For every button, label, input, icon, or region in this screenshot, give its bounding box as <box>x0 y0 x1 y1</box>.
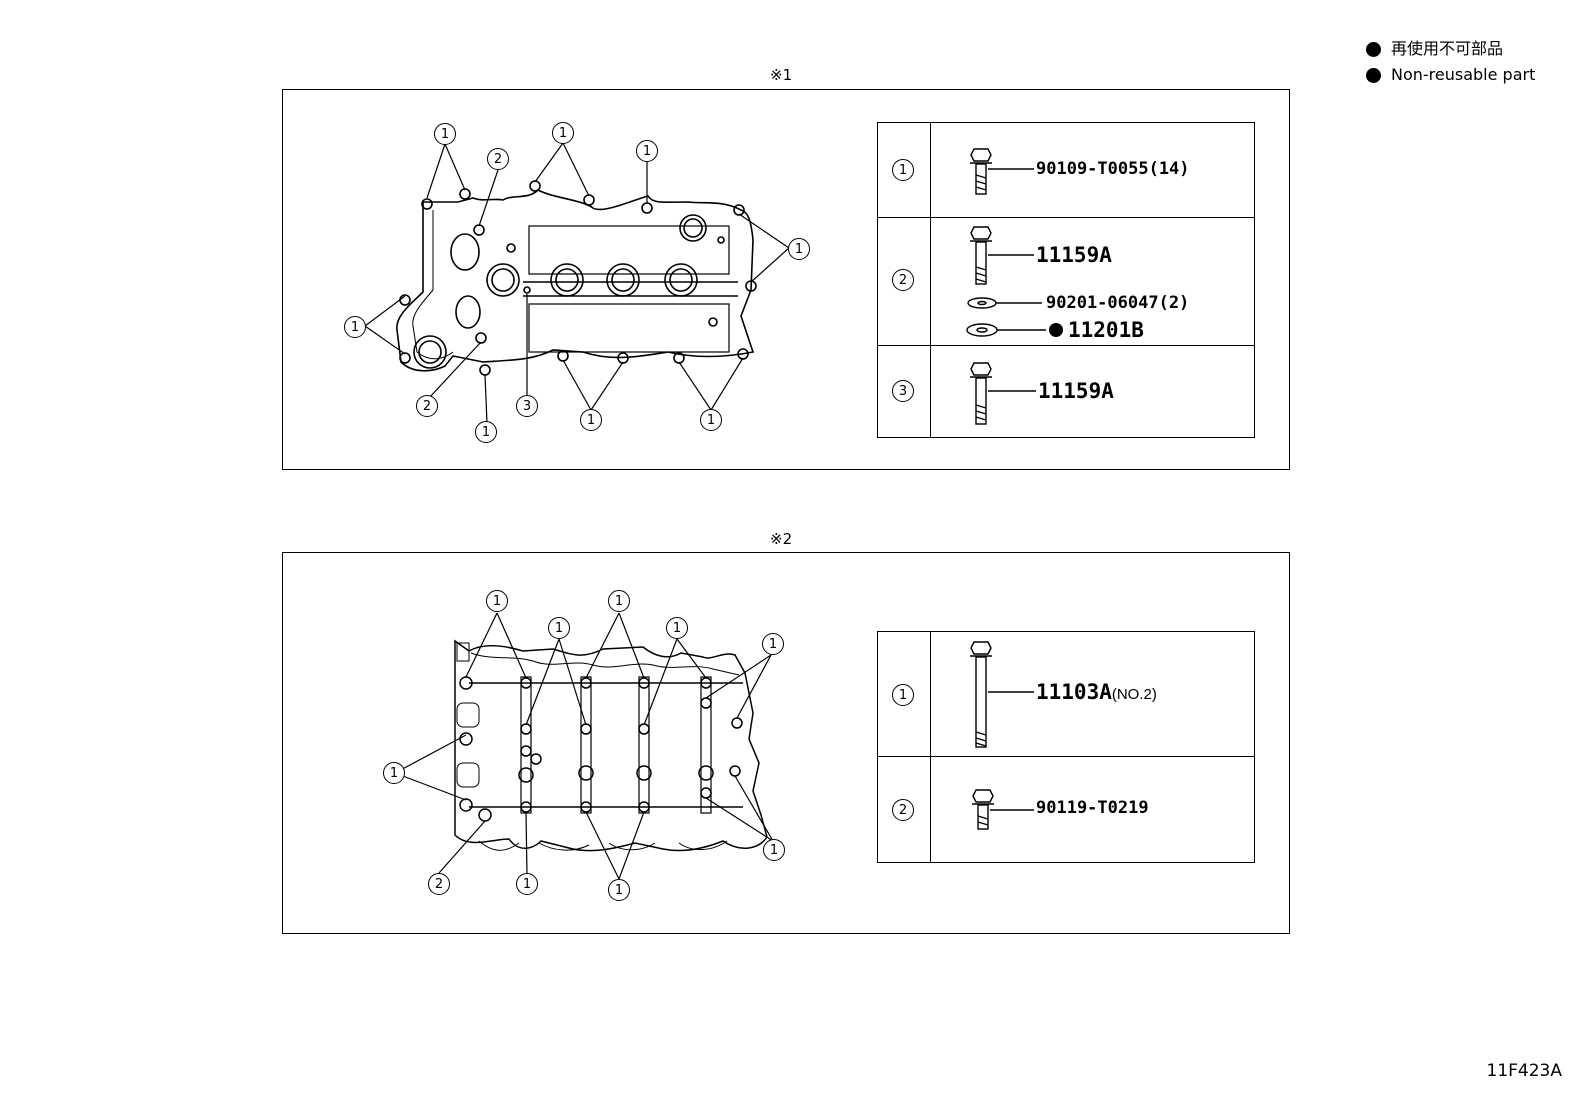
callout-1: 1 <box>763 839 785 861</box>
legend-row-jp: 再使用不可部品 <box>1366 36 1535 62</box>
figure-code: 11F423A <box>1486 1061 1563 1081</box>
callout-1: 1 <box>548 617 570 639</box>
callout-1: 1 <box>608 590 630 612</box>
non-reusable-dot-icon <box>1049 323 1063 337</box>
callout-1: 1 <box>434 123 456 145</box>
row-number-2: 2 <box>892 799 914 821</box>
cylinder-head-cover-drawing <box>364 142 790 424</box>
callout-1: 1 <box>516 873 538 895</box>
callout-1: 1 <box>636 140 658 162</box>
callout-1: 1 <box>344 316 366 338</box>
camshaft-housing-drawing <box>394 612 774 880</box>
row-number-1: 1 <box>892 159 914 181</box>
non-reusable-dot-icon <box>1366 67 1381 83</box>
row-number-3: 3 <box>892 380 914 402</box>
callout-1: 1 <box>580 409 602 431</box>
callout-1: 1 <box>475 421 497 443</box>
part-number-11159A: 11159A <box>1036 243 1112 267</box>
legend-text-jp: 再使用不可部品 <box>1391 39 1504 58</box>
callout-2: 2 <box>487 148 509 170</box>
panel2-mark: ※2 <box>770 530 793 548</box>
callout-1: 1 <box>762 633 784 655</box>
callout-2: 2 <box>428 873 450 895</box>
parts-table-2: 1 2 11103A(NO.2) 90119-T0219 <box>877 631 1255 863</box>
bolt-icons <box>966 148 1063 425</box>
legend: 再使用不可部品 Non-reusable part <box>1366 36 1535 88</box>
non-reusable-dot-icon <box>1366 41 1381 57</box>
callout-1: 1 <box>608 879 630 901</box>
bolt-icons <box>970 641 1034 830</box>
row-number-2: 2 <box>892 269 914 291</box>
callout-1: 1 <box>700 409 722 431</box>
callout-1: 1 <box>552 122 574 144</box>
callout-1: 1 <box>383 762 405 784</box>
callout-1: 1 <box>788 238 810 260</box>
part-number-90119-T0219: 90119-T0219 <box>1036 798 1149 818</box>
panel1-mark: ※1 <box>770 66 793 84</box>
part-number-90109-T0055: 90109-T0055(14) <box>1036 159 1190 179</box>
row-number-1: 1 <box>892 684 914 706</box>
parts-table-1: 1 2 3 90109-T0055(14) 11159A 90201-06047… <box>877 122 1255 438</box>
part-number-90201-06047: 90201-06047(2) <box>1046 293 1190 313</box>
part-number-11103A: 11103A(NO.2) <box>1036 680 1157 704</box>
part-number-11159A: 11159A <box>1038 379 1114 403</box>
callout-1: 1 <box>666 617 688 639</box>
callout-1: 1 <box>486 590 508 612</box>
panel-camshaft-housing: 1 1 1 1 1 1 1 2 1 1 1 2 11103A(NO.2) <box>282 552 1290 934</box>
legend-text-en: Non-reusable part <box>1391 65 1536 84</box>
callout-2: 2 <box>416 395 438 417</box>
legend-row-en: Non-reusable part <box>1366 62 1535 88</box>
panel-cylinder-head-cover: 1 2 1 1 1 1 2 1 3 1 1 <box>282 89 1290 470</box>
callout-3: 3 <box>516 395 538 417</box>
part-number-11201B: 11201B <box>1068 318 1144 342</box>
